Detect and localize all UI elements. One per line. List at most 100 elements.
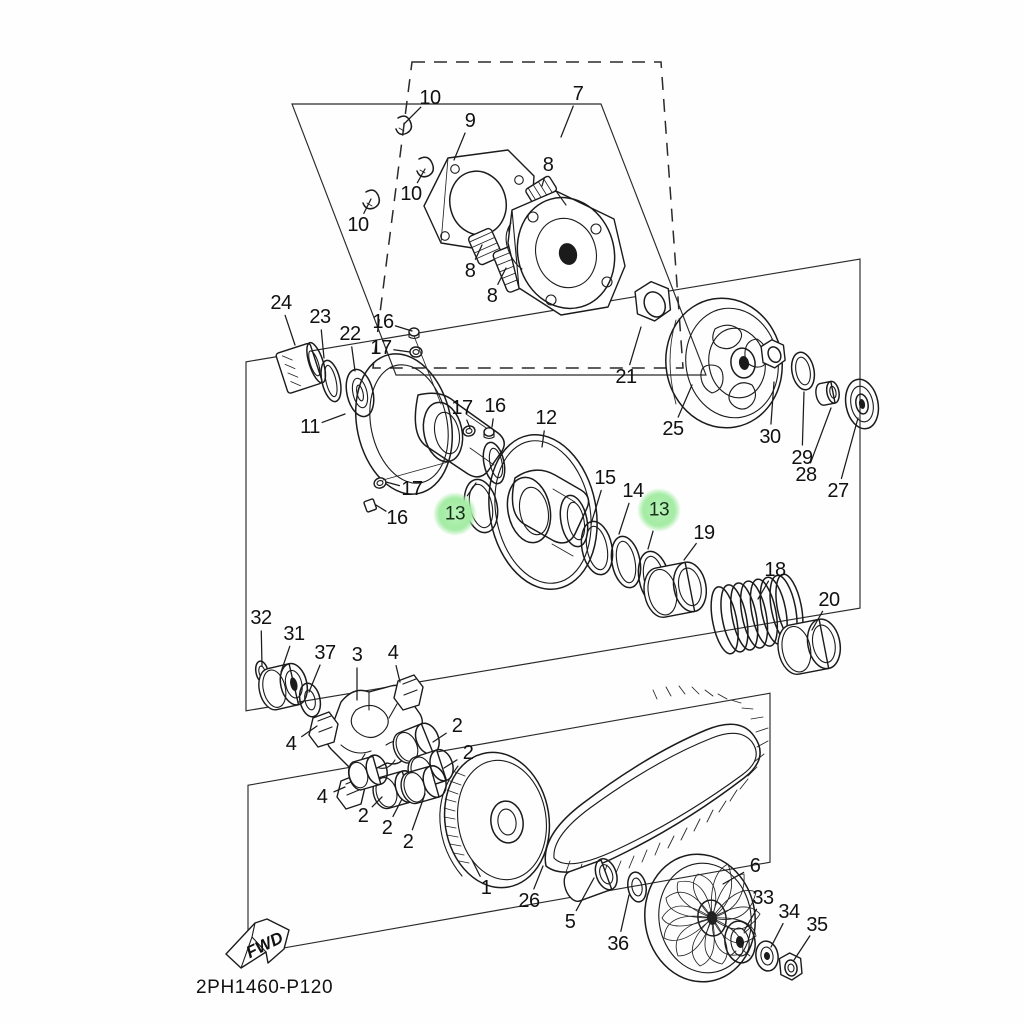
part-11-fixed-sheave	[354, 353, 506, 495]
part-callout-16[interactable]: 16	[372, 311, 394, 333]
leader-line	[743, 908, 758, 932]
part-33-cam-boss	[724, 920, 756, 964]
part-35-nut	[778, 952, 803, 981]
part-29-circlip	[790, 351, 816, 391]
part-callout-12[interactable]: 12	[535, 407, 557, 429]
part-callout-16[interactable]: 16	[386, 507, 408, 529]
leader-line	[280, 645, 291, 673]
part-callout-19[interactable]: 19	[693, 522, 715, 544]
leader-line	[351, 346, 356, 372]
part-callout-2[interactable]: 2	[462, 742, 474, 764]
part-callout-2[interactable]: 2	[402, 831, 414, 853]
part-16-pin-c	[363, 498, 378, 513]
part-callout-8[interactable]: 8	[486, 285, 498, 307]
part-callout-4[interactable]: 4	[387, 642, 399, 664]
part-4-slider-b	[308, 711, 339, 748]
part-callout-3[interactable]: 3	[351, 644, 363, 666]
leader-line	[793, 935, 811, 961]
part-10-circlip-a	[395, 115, 413, 136]
part-callout-4[interactable]: 4	[316, 786, 328, 808]
leader-line	[471, 859, 481, 877]
part-callout-4[interactable]: 4	[285, 733, 297, 755]
part-callout-21[interactable]: 21	[615, 366, 637, 388]
part-callout-8[interactable]: 8	[542, 154, 554, 176]
assembly-axis-b	[382, 461, 449, 481]
part-24-bearing	[275, 341, 327, 394]
part-14-ring	[610, 535, 642, 589]
part-15-ring	[580, 520, 614, 576]
leader-line	[260, 630, 263, 667]
part-callout-6[interactable]: 6	[749, 855, 761, 877]
leader-line	[590, 489, 602, 525]
part-callout-35[interactable]: 35	[806, 914, 828, 936]
leader-line	[629, 326, 642, 366]
part-callout-31[interactable]: 31	[283, 623, 305, 645]
part-10-circlip-b	[416, 156, 435, 178]
leader-line	[541, 176, 546, 187]
part-6-cooling-fan	[644, 853, 761, 983]
part-12-sliding-sheave	[488, 434, 598, 590]
part-callout-13[interactable]: 13	[648, 499, 670, 521]
leader-line	[443, 759, 458, 769]
part-callout-15[interactable]: 15	[594, 467, 616, 489]
part-callout-2[interactable]: 2	[357, 805, 369, 827]
part-callout-11[interactable]: 11	[300, 416, 320, 438]
part-callout-2[interactable]: 2	[451, 715, 463, 737]
part-callout-10[interactable]: 10	[419, 87, 441, 109]
part-16-pin-a	[408, 327, 420, 340]
leader-line	[770, 381, 775, 425]
part-callout-25[interactable]: 25	[662, 418, 684, 440]
part-callout-23[interactable]: 23	[309, 306, 331, 328]
part-callout-28[interactable]: 28	[795, 464, 817, 486]
part-callout-10[interactable]: 10	[347, 214, 369, 236]
part-callout-17[interactable]: 17	[451, 397, 473, 419]
part-callout-10[interactable]: 10	[400, 183, 422, 205]
leader-line	[809, 407, 832, 464]
sheet-code-label: 2PH1460-P120	[196, 977, 334, 998]
part-4-slider-a	[393, 674, 424, 711]
part-callout-17[interactable]: 17	[370, 337, 392, 359]
part-callout-5[interactable]: 5	[564, 911, 576, 933]
leader-line	[770, 922, 784, 948]
leader-line	[320, 329, 325, 359]
part-callout-34[interactable]: 34	[778, 901, 800, 923]
group-boundary-middle	[245, 258, 861, 712]
part-21-hex-nut	[634, 280, 672, 322]
part-10-circlip-c	[362, 189, 381, 210]
part-callout-2[interactable]: 2	[381, 817, 393, 839]
part-callout-16[interactable]: 16	[484, 395, 506, 417]
part-callout-7[interactable]: 7	[572, 83, 584, 105]
part-callout-20[interactable]: 20	[818, 589, 840, 611]
leader-line	[620, 894, 630, 932]
part-callout-1[interactable]: 1	[480, 877, 492, 899]
part-callout-24[interactable]: 24	[270, 292, 292, 314]
part-callout-18[interactable]: 18	[764, 559, 786, 581]
part-callout-29[interactable]: 29	[791, 447, 813, 469]
leader-line	[392, 798, 403, 818]
leader-line	[375, 504, 387, 512]
part-17-nut-c	[373, 477, 387, 489]
part-callout-26[interactable]: 26	[518, 890, 540, 912]
part-callout-37[interactable]: 37	[314, 642, 336, 664]
part-callout-33[interactable]: 33	[752, 887, 774, 909]
part-callout-13[interactable]: 13	[444, 503, 466, 525]
part-callout-30[interactable]: 30	[759, 426, 781, 448]
leader-line	[466, 419, 471, 429]
assembly-axis-a	[413, 335, 442, 405]
part-callout-22[interactable]: 22	[339, 323, 361, 345]
leader-line	[722, 871, 745, 885]
leader-line	[284, 314, 296, 346]
part-callout-14[interactable]: 14	[622, 480, 644, 502]
part-callout-36[interactable]: 36	[607, 933, 629, 955]
part-23-circlip	[320, 359, 342, 403]
part-callout-32[interactable]: 32	[250, 607, 272, 629]
part-callout-17[interactable]: 17	[401, 478, 423, 500]
part-callout-27[interactable]: 27	[827, 480, 849, 502]
leader-line	[757, 580, 770, 600]
leader-line	[394, 325, 413, 332]
part-callout-8[interactable]: 8	[464, 260, 476, 282]
part-31-bearing	[258, 662, 309, 711]
part-callout-9[interactable]: 9	[464, 110, 476, 132]
